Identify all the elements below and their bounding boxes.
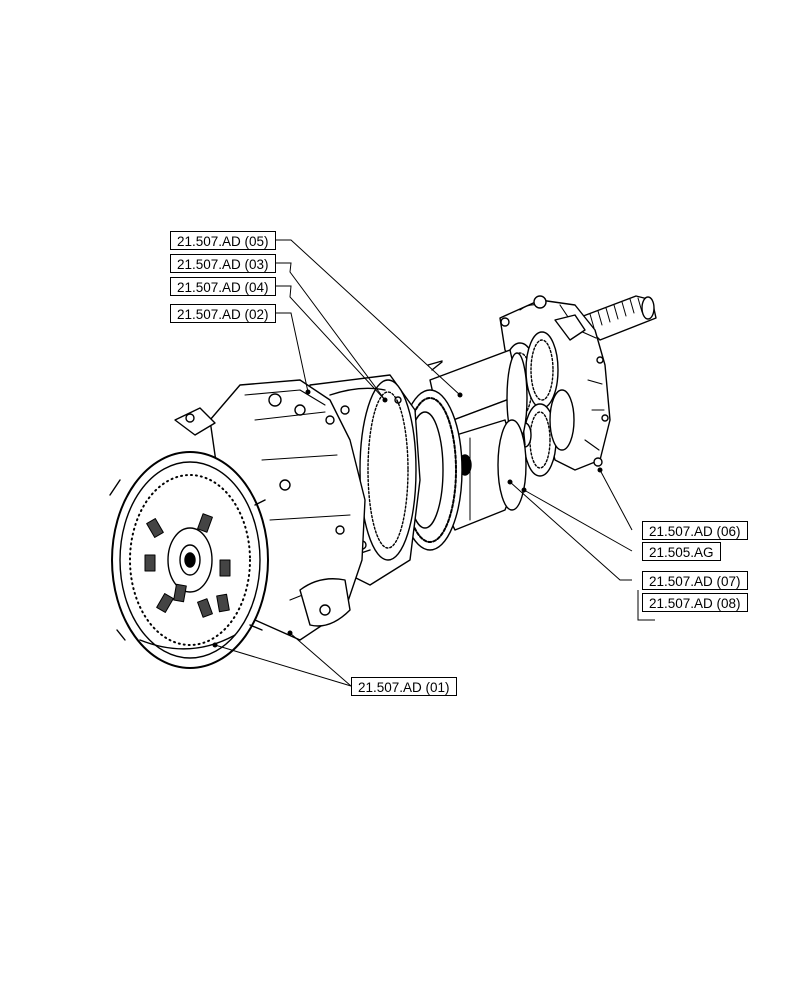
callout-21-507-ad-04[interactable]: 21.507.AD (04): [170, 277, 276, 296]
callout-21-507-ad-06[interactable]: 21.507.AD (06): [642, 521, 748, 540]
callout-21-507-ad-02[interactable]: 21.507.AD (02): [170, 304, 276, 323]
callout-21-507-ad-07[interactable]: 21.507.AD (07): [642, 571, 748, 590]
leader-dots: [212, 389, 603, 648]
front-clutch-plate: [109, 451, 269, 669]
callout-21-507-ad-05[interactable]: 21.507.AD (05): [170, 231, 276, 250]
leader-lines: [214, 239, 655, 687]
callout-21-507-ad-03[interactable]: 21.507.AD (03): [170, 254, 276, 273]
callout-21-507-ad-01[interactable]: 21.507.AD (01): [351, 677, 457, 696]
callout-21-505-ag[interactable]: 21.505.AG: [642, 542, 721, 561]
callout-21-507-ad-08[interactable]: 21.507.AD (08): [642, 593, 748, 612]
